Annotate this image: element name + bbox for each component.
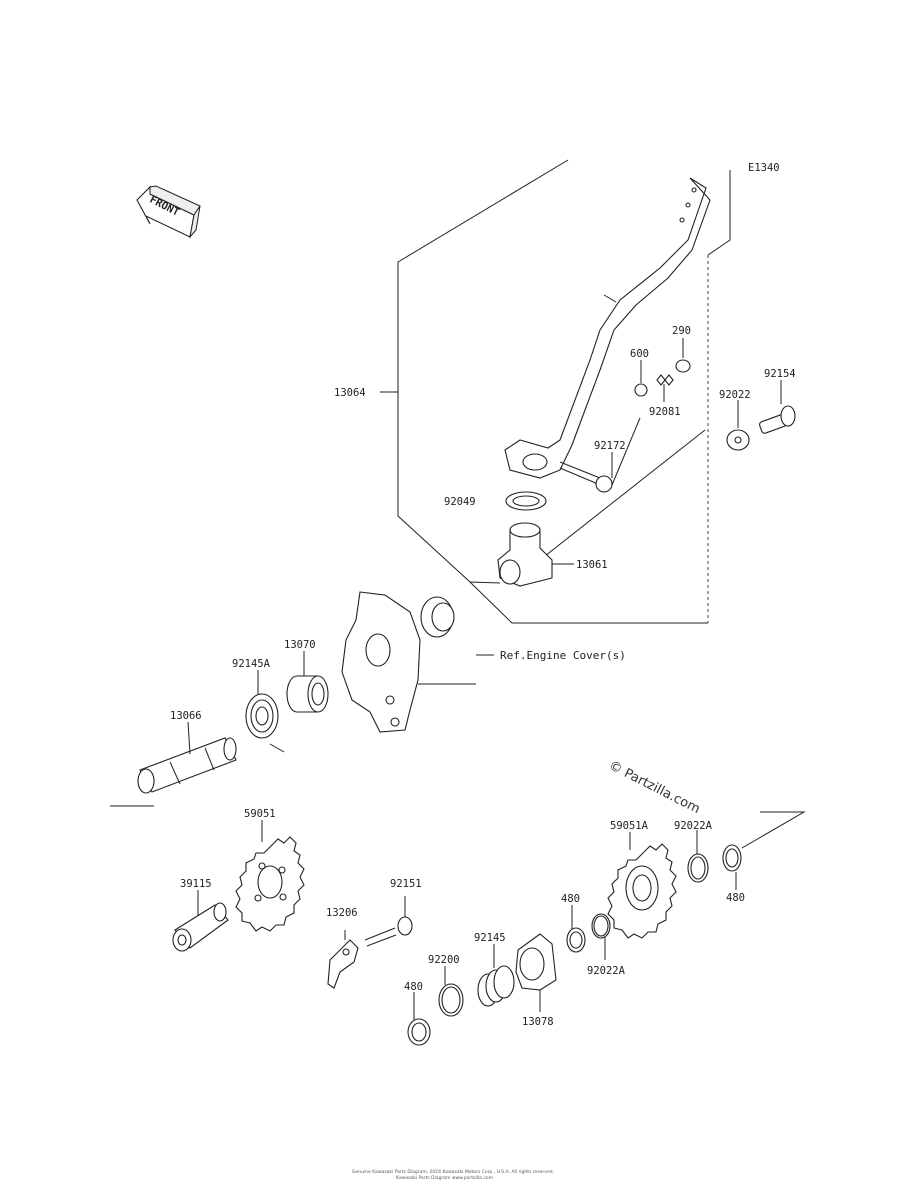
label-92151: 92151 bbox=[390, 878, 422, 890]
engine-cover-section bbox=[341, 591, 494, 733]
reference-note: Ref.Engine Cover(s) bbox=[500, 649, 626, 662]
part-labels: 13064 290 600 92081 92154 92022 92172 92… bbox=[170, 325, 796, 1028]
label-480-left: 480 bbox=[404, 981, 423, 993]
front-arrow-icon: FRONT bbox=[136, 185, 201, 239]
stopper-13206 bbox=[327, 930, 359, 989]
label-13064: 13064 bbox=[334, 387, 366, 399]
label-13066: 13066 bbox=[170, 710, 202, 722]
oil-seal bbox=[420, 596, 455, 638]
watermark: © Partzilla.com bbox=[606, 758, 702, 817]
shaft-39115 bbox=[172, 902, 229, 952]
label-13061: 13061 bbox=[576, 559, 608, 571]
label-92022: 92022 bbox=[719, 389, 751, 401]
kick-idle-gear-59051A bbox=[607, 843, 677, 939]
washer-92022A-lower bbox=[591, 913, 611, 939]
leader-lines bbox=[187, 338, 782, 1020]
seal-92049 bbox=[505, 491, 547, 511]
diagram-code: E1340 bbox=[748, 162, 780, 174]
screw-92151 bbox=[364, 896, 413, 947]
circlip-480-right bbox=[722, 844, 742, 872]
label-13070: 13070 bbox=[284, 639, 316, 651]
kick-shaft-lever-13061 bbox=[497, 522, 574, 587]
label-59051A: 59051A bbox=[610, 820, 649, 832]
label-92200: 92200 bbox=[428, 954, 460, 966]
label-59051: 59051 bbox=[244, 808, 276, 820]
label-92154: 92154 bbox=[764, 368, 796, 380]
circlip-480-left bbox=[407, 1018, 431, 1046]
ratchet-spring-92145 bbox=[477, 965, 515, 1007]
kick-spring-92145A bbox=[245, 693, 285, 753]
detent-ball-600 bbox=[634, 383, 648, 397]
label-600: 600 bbox=[630, 348, 649, 360]
bolt-92154 bbox=[759, 405, 796, 434]
washer-92022A-upper bbox=[687, 853, 709, 883]
label-290: 290 bbox=[672, 325, 691, 337]
cap-290 bbox=[675, 359, 691, 373]
kick-pedal-lever bbox=[504, 177, 711, 479]
washer-92022 bbox=[726, 429, 750, 451]
label-39115: 39115 bbox=[180, 878, 212, 890]
bushing-13070 bbox=[286, 675, 329, 713]
label-13206: 13206 bbox=[326, 907, 358, 919]
footer-line-1: Genuine Kawasaki Parts Diagram, 2024 Kaw… bbox=[352, 1169, 554, 1175]
label-92145: 92145 bbox=[474, 932, 506, 944]
label-92022A-lower: 92022A bbox=[587, 965, 626, 977]
right-leader-line bbox=[741, 811, 806, 849]
label-13078: 13078 bbox=[522, 1016, 554, 1028]
label-92022A-upper: 92022A bbox=[674, 820, 713, 832]
circlip-480-middle bbox=[566, 927, 586, 953]
washer-92200 bbox=[438, 983, 464, 1017]
bolt-92172 bbox=[559, 417, 641, 493]
label-92081: 92081 bbox=[649, 406, 681, 418]
label-92172: 92172 bbox=[594, 440, 626, 452]
ratchet-13078 bbox=[515, 933, 557, 1012]
kick-gear-59051 bbox=[235, 836, 305, 932]
label-92049: 92049 bbox=[444, 496, 476, 508]
detent-spring-92081 bbox=[656, 374, 674, 386]
label-92145A: 92145A bbox=[232, 658, 271, 670]
footer-line-2: Kawasaki Parts Diagram www.partzilla.com bbox=[396, 1175, 493, 1181]
label-480-right: 480 bbox=[726, 892, 745, 904]
label-480-middle: 480 bbox=[561, 893, 580, 905]
kick-shaft-13066 bbox=[110, 737, 237, 807]
group-frame-lines bbox=[380, 159, 731, 624]
